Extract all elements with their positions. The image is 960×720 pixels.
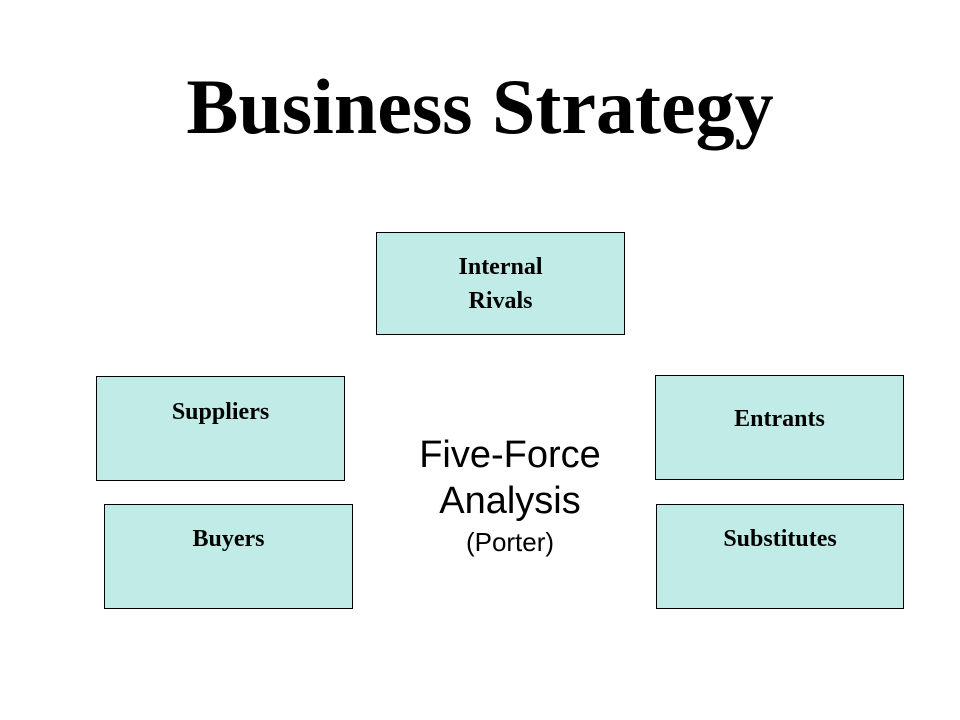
substitutes-box: Substitutes <box>656 504 904 609</box>
buyers-label: Buyers <box>192 526 265 552</box>
caption-line1: Five-Force <box>419 434 601 476</box>
slide-title: Business Strategy <box>186 63 774 150</box>
substitutes-label: Substitutes <box>723 526 837 552</box>
caption-line3: (Porter) <box>465 527 555 557</box>
internal-rivals-label-line2: Rivals <box>468 288 533 314</box>
caption-line2: Analysis <box>439 480 581 522</box>
suppliers-box: Suppliers <box>96 376 345 481</box>
internal-rivals-label-line1: Internal <box>458 254 543 280</box>
suppliers-label: Suppliers <box>171 399 270 425</box>
entrants-box: Entrants <box>655 375 904 480</box>
buyers-box: Buyers <box>104 504 353 609</box>
five-force-analysis-caption: Five-Force Analysis (Porter) <box>390 432 630 560</box>
internal-rivals-box: Internal Rivals <box>376 232 625 335</box>
entrants-label: Entrants <box>734 406 825 432</box>
